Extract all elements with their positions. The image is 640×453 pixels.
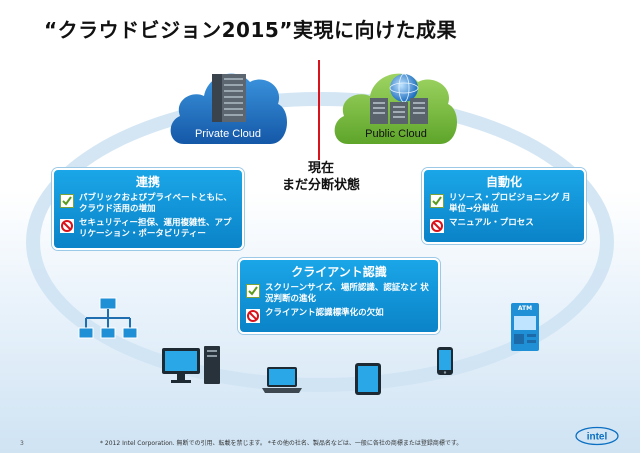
atm-icon: ATM xyxy=(510,302,540,352)
jidouka-item-text: マニュアル・プロセス xyxy=(449,218,534,228)
desktop-pc-icon xyxy=(162,346,220,384)
renkei-item: パブリックおよびプライベートともに、クラウド活用の増加 xyxy=(60,193,236,215)
client-item-text: クライアント認識標準化の欠如 xyxy=(265,308,384,318)
public-cloud: Public Cloud xyxy=(330,56,462,148)
renkei-item-text: セキュリティー担保、運用複雑性、アプリケーション・ポータビリティー xyxy=(79,218,232,239)
check-icon xyxy=(60,194,74,208)
private-cloud-icon xyxy=(170,73,288,144)
client-box: クライアント認識 スクリーンサイズ、場所認識、認証など 状況判断の進化 クライア… xyxy=(238,258,440,334)
client-item: クライアント認識標準化の欠如 xyxy=(246,308,432,323)
network-icon xyxy=(78,297,138,339)
intel-logo: intel xyxy=(575,426,619,446)
public-cloud-label: Public Cloud xyxy=(365,128,427,140)
prohibit-icon xyxy=(60,219,74,233)
svg-text:intel: intel xyxy=(587,432,608,443)
renkei-item: セキュリティー担保、運用複雑性、アプリケーション・ポータビリティー xyxy=(60,218,236,240)
laptop-icon xyxy=(262,367,302,393)
status-text: 現在 まだ分断状態 xyxy=(274,160,368,194)
renkei-title: 連携 xyxy=(135,175,160,189)
divider-line xyxy=(318,60,320,160)
renkei-box: 連携 パブリックおよびプライベートともに、クラウド活用の増加 セキュリティー担保… xyxy=(52,168,244,250)
check-icon xyxy=(246,284,260,298)
tablet-icon xyxy=(355,363,381,395)
jidouka-item: マニュアル・プロセス xyxy=(430,218,578,233)
status-line-2: まだ分断状態 xyxy=(281,178,360,193)
client-item-text: スクリーンサイズ、場所認識、認証など 状況判断の進化 xyxy=(265,283,429,304)
smartphone-icon xyxy=(437,347,453,375)
jidouka-box: 自動化 リソース・プロビジョニング 月単位→分単位 マニュアル・プロセス xyxy=(422,168,586,244)
prohibit-icon xyxy=(430,219,444,233)
client-title: クライアント認識 xyxy=(291,265,387,279)
page-number: 3 xyxy=(20,440,24,447)
prohibit-icon xyxy=(246,309,260,323)
slide-title: “クラウドビジョン2015”実現に向けた成果 xyxy=(44,18,457,42)
public-cloud-icon xyxy=(334,73,458,144)
jidouka-item-text: リソース・プロビジョニング 月単位→分単位 xyxy=(449,193,571,214)
renkei-item-text: パブリックおよびプライベートともに、クラウド活用の増加 xyxy=(79,193,232,214)
client-item: スクリーンサイズ、場所認識、認証など 状況判断の進化 xyxy=(246,283,432,305)
private-cloud: Private Cloud xyxy=(166,56,290,148)
jidouka-title: 自動化 xyxy=(485,175,522,189)
atm-label: ATM xyxy=(517,305,533,312)
jidouka-item: リソース・プロビジョニング 月単位→分単位 xyxy=(430,193,578,215)
private-cloud-label: Private Cloud xyxy=(194,128,262,140)
status-line-1: 現在 xyxy=(307,161,334,176)
check-icon xyxy=(430,194,444,208)
footer-note: * 2012 Intel Corporation. 無断での引用、転載を禁じます… xyxy=(100,440,463,447)
